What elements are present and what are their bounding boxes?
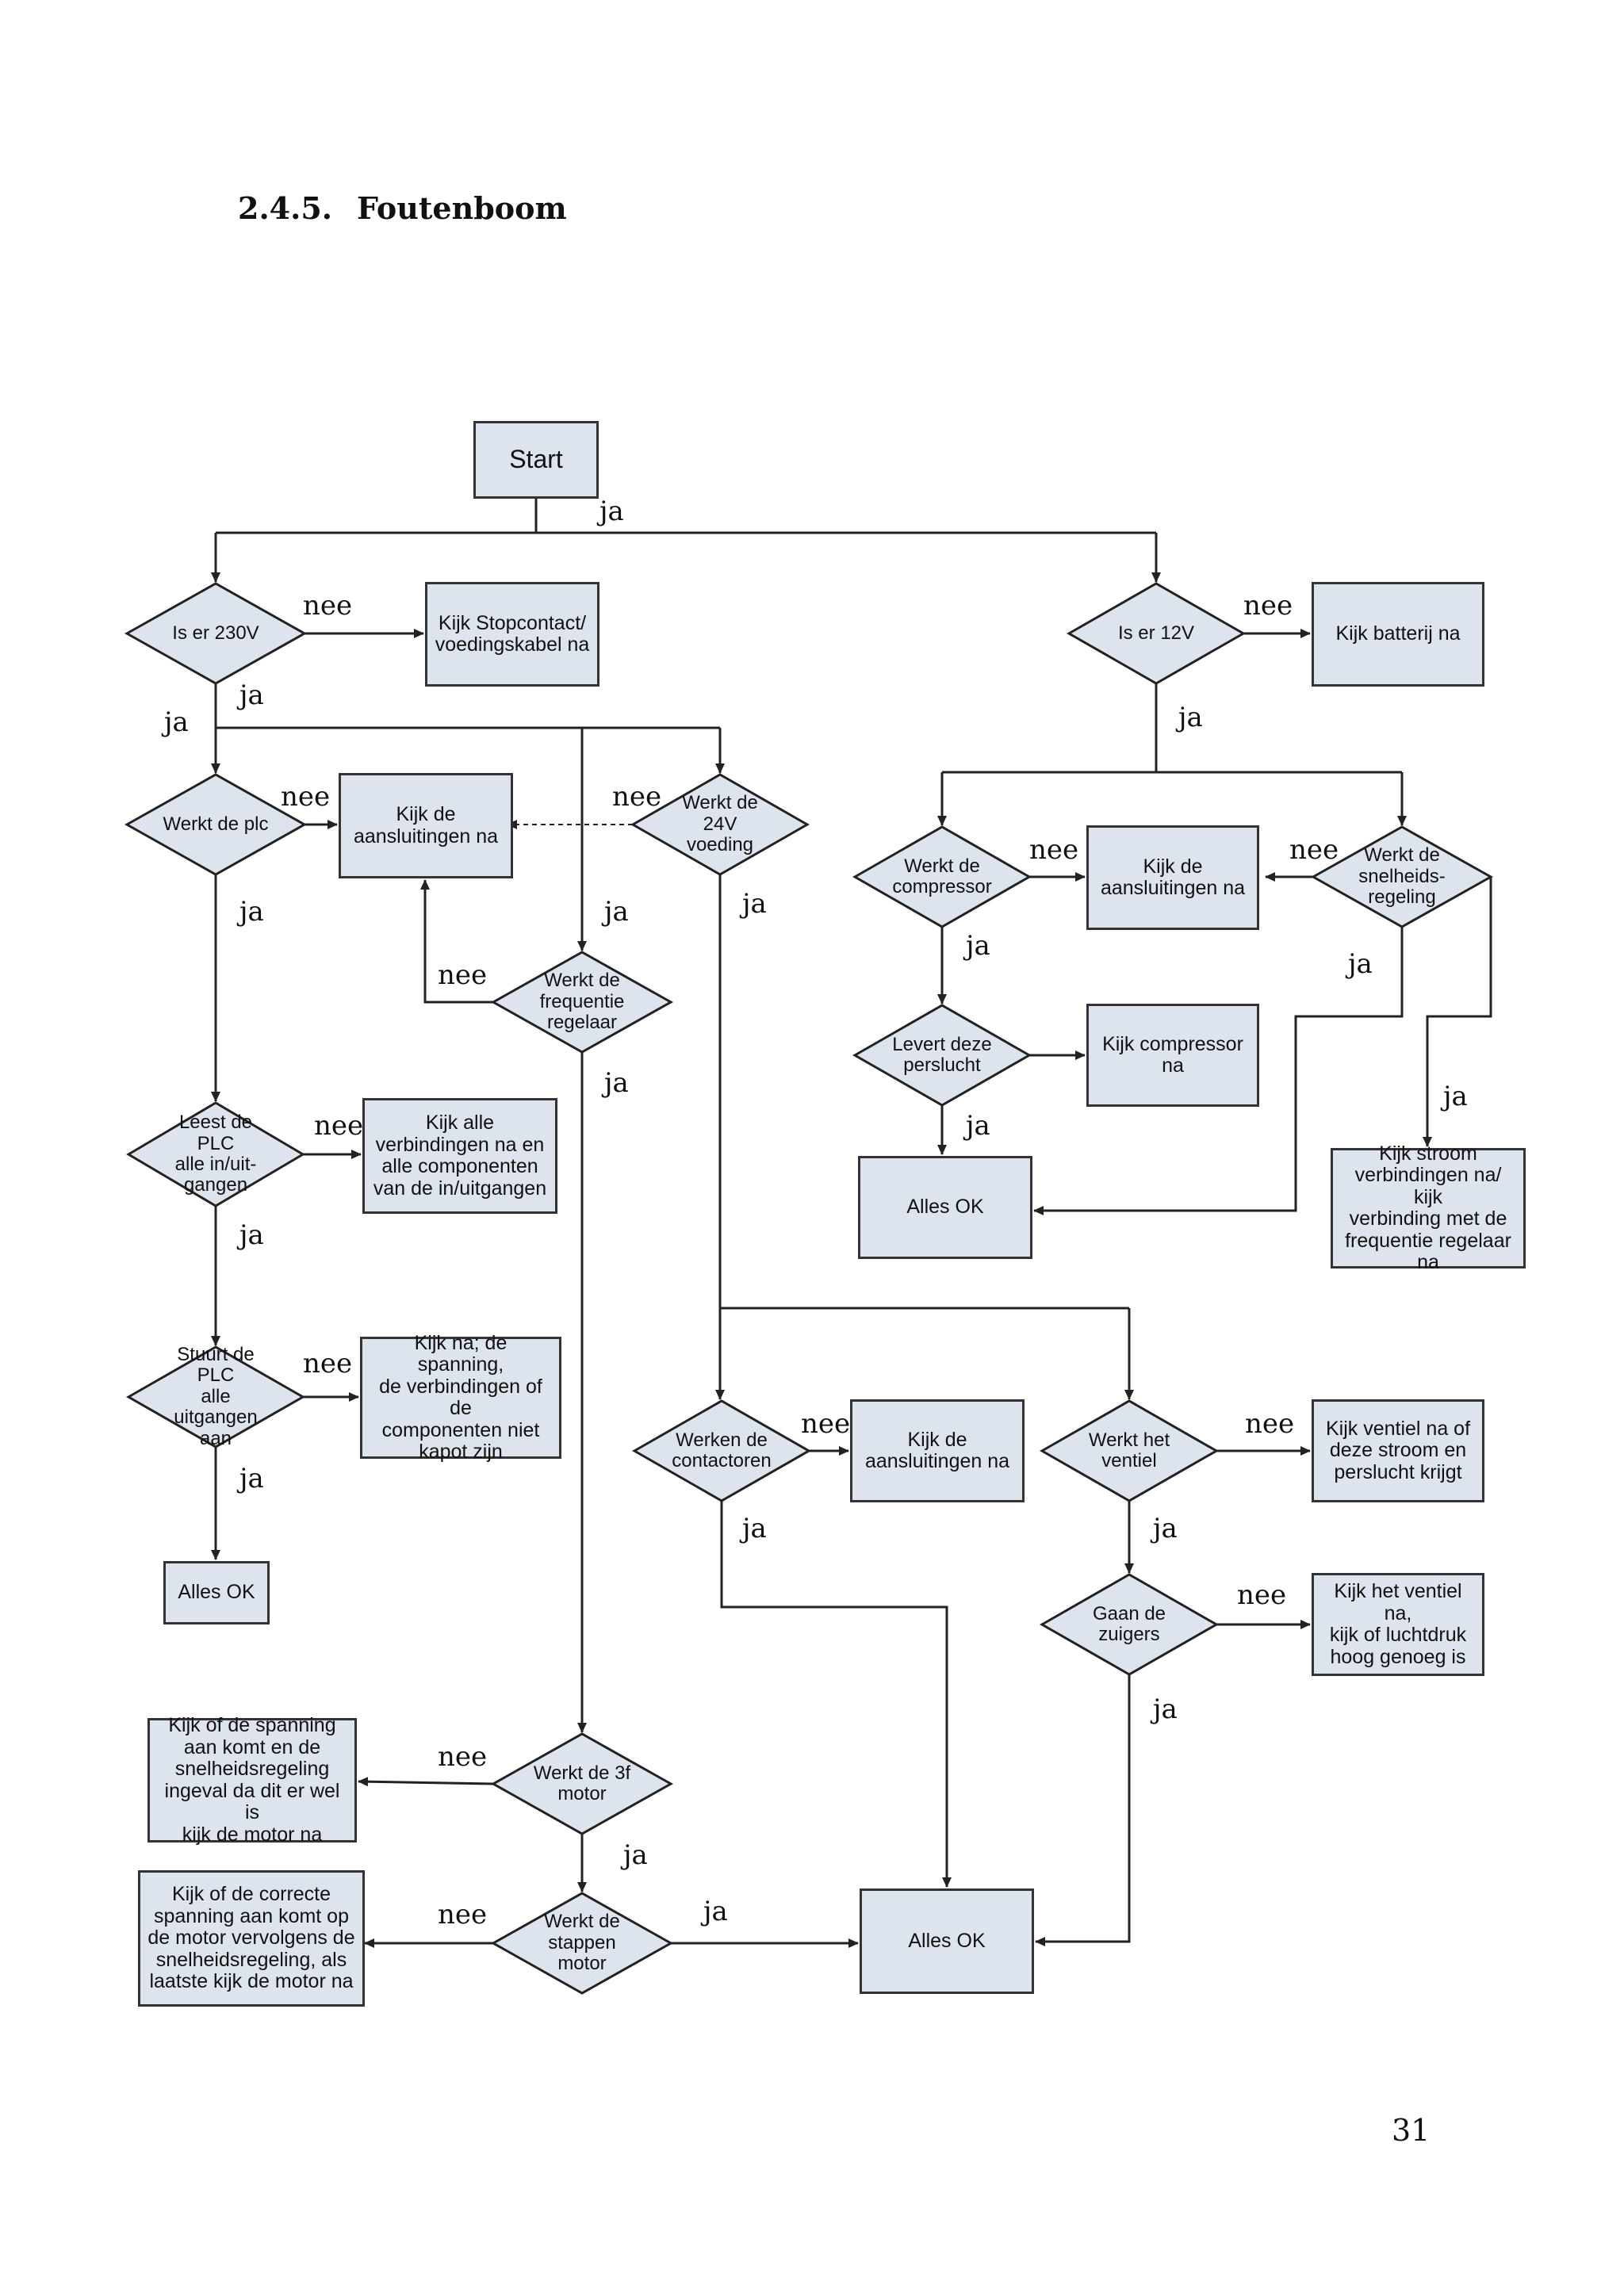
edge-label-nee: nee bbox=[1243, 590, 1293, 622]
edge-label-ja: ja bbox=[164, 706, 189, 738]
edge-label-nee: nee bbox=[1237, 1579, 1287, 1611]
edge-label-ja: ja bbox=[1348, 948, 1373, 980]
decision-text-plc-reads: Leest de PLC alle in/uit- gangen bbox=[174, 1112, 257, 1196]
section-title: Foutenboom bbox=[357, 190, 567, 226]
check-connections-box-3: Kijk de aansluitingen na bbox=[850, 1399, 1025, 1502]
edge-label-nee: nee bbox=[303, 1348, 353, 1380]
all-ok-box-right: Alles OK bbox=[858, 1156, 1032, 1259]
check-connections-box-2: Kijk de aansluitingen na bbox=[1086, 825, 1259, 930]
check-correct-voltage-box: Kijk of de correcte spanning aan komt op… bbox=[138, 1870, 365, 2007]
edge-label-nee: nee bbox=[612, 781, 662, 813]
check-socket-box: Kijk Stopcontact/ voedingskabel na bbox=[425, 582, 599, 687]
edge-label-ja: ja bbox=[966, 930, 990, 962]
edge-label-ja: ja bbox=[742, 888, 767, 920]
edge-label-nee: nee bbox=[1289, 834, 1339, 866]
edge-label-ja: ja bbox=[604, 896, 629, 928]
decision-text-contactors: Werken de contactoren bbox=[672, 1429, 772, 1471]
decision-text-3f-motor: Werkt de 3f motor bbox=[533, 1762, 631, 1804]
check-valve-pressure-box: Kijk het ventiel na, kijk of luchtdruk h… bbox=[1312, 1573, 1484, 1676]
check-connections-box-1: Kijk de aansluitingen na bbox=[339, 773, 513, 878]
edge-label-nee: nee bbox=[801, 1408, 851, 1440]
edge-label-ja: ja bbox=[239, 1463, 264, 1494]
decision-text-plc: Werkt de plc bbox=[163, 813, 269, 835]
all-ok-box-bottom: Alles OK bbox=[860, 1888, 1034, 1994]
edge-label-ja: ja bbox=[239, 896, 264, 928]
edge-label-nee: nee bbox=[303, 590, 353, 622]
edge-label-ja: ja bbox=[1153, 1693, 1178, 1725]
edge-label-ja: ja bbox=[623, 1839, 648, 1871]
section-heading: 2.4.5. Foutenboom bbox=[238, 190, 567, 226]
decision-text-pistons: Gaan de zuigers bbox=[1092, 1602, 1166, 1645]
decision-text-24v: Werkt de 24V voeding bbox=[682, 792, 758, 856]
edge-label-ja: ja bbox=[599, 496, 624, 527]
edge-label-ja: ja bbox=[1178, 702, 1203, 733]
decision-text-is-12v: Is er 12V bbox=[1117, 622, 1195, 644]
edge-label-ja: ja bbox=[1153, 1513, 1178, 1544]
edge-label-nee: nee bbox=[438, 1741, 488, 1773]
check-power-box: Kijk stroom verbindingen na/ kijk verbin… bbox=[1331, 1142, 1526, 1273]
edge-label-nee: nee bbox=[314, 1110, 364, 1142]
decision-24v bbox=[630, 773, 810, 876]
edge-label-nee: nee bbox=[438, 959, 488, 991]
decision-text-delivers-air: Levert deze perslucht bbox=[892, 1033, 992, 1076]
edge-label-nee: nee bbox=[438, 1899, 488, 1931]
edge-label-nee: nee bbox=[1245, 1408, 1295, 1440]
edge-label-ja: ja bbox=[966, 1110, 990, 1142]
decision-text-stepper: Werkt de stappen motor bbox=[544, 1911, 620, 1975]
check-all-connections-box: Kijk alle verbindingen na en alle compon… bbox=[362, 1098, 557, 1214]
check-valve-power-box: Kijk ventiel na of deze stroom en perslu… bbox=[1312, 1399, 1484, 1502]
check-voltage-box: Kijk na; de spanning, de verbindingen of… bbox=[360, 1332, 561, 1463]
section-number: 2.4.5. bbox=[238, 190, 333, 226]
edge-label-nee: nee bbox=[281, 781, 331, 813]
edge-label-ja: ja bbox=[1443, 1081, 1468, 1112]
decision-text-speed-control: Werkt de snelheids- regeling bbox=[1358, 844, 1446, 909]
edge-label-nee: nee bbox=[1029, 834, 1079, 866]
decision-text-freq-controller: Werkt de frequentie regelaar bbox=[539, 970, 625, 1034]
check-compressor-box: Kijk compressor na bbox=[1086, 1004, 1259, 1107]
edge-label-ja: ja bbox=[742, 1513, 767, 1544]
all-ok-box-left: Alles OK bbox=[163, 1561, 270, 1624]
decision-text-is-230v: Is er 230V bbox=[172, 622, 259, 644]
decision-text-valve: Werkt het ventiel bbox=[1088, 1429, 1170, 1471]
decision-text-compressor: Werkt de compressor bbox=[892, 855, 992, 897]
edge-label-ja: ja bbox=[703, 1896, 728, 1927]
page-number: 31 bbox=[1392, 2113, 1431, 2148]
check-voltage-speed-box: Kijk of de spanning aan komt en de snelh… bbox=[147, 1714, 357, 1845]
decision-text-plc-drives: Stuurt de PLC alle uitgangen aan bbox=[174, 1344, 258, 1449]
edge-label-ja: ja bbox=[604, 1067, 629, 1099]
decision-freq-controller bbox=[490, 951, 674, 1054]
check-battery-box: Kijk batterij na bbox=[1312, 582, 1484, 687]
decision-3f-motor bbox=[490, 1732, 674, 1835]
start-box: Start bbox=[473, 421, 599, 499]
edge-label-ja: ja bbox=[239, 1219, 264, 1251]
edge-label-ja: ja bbox=[239, 679, 264, 711]
